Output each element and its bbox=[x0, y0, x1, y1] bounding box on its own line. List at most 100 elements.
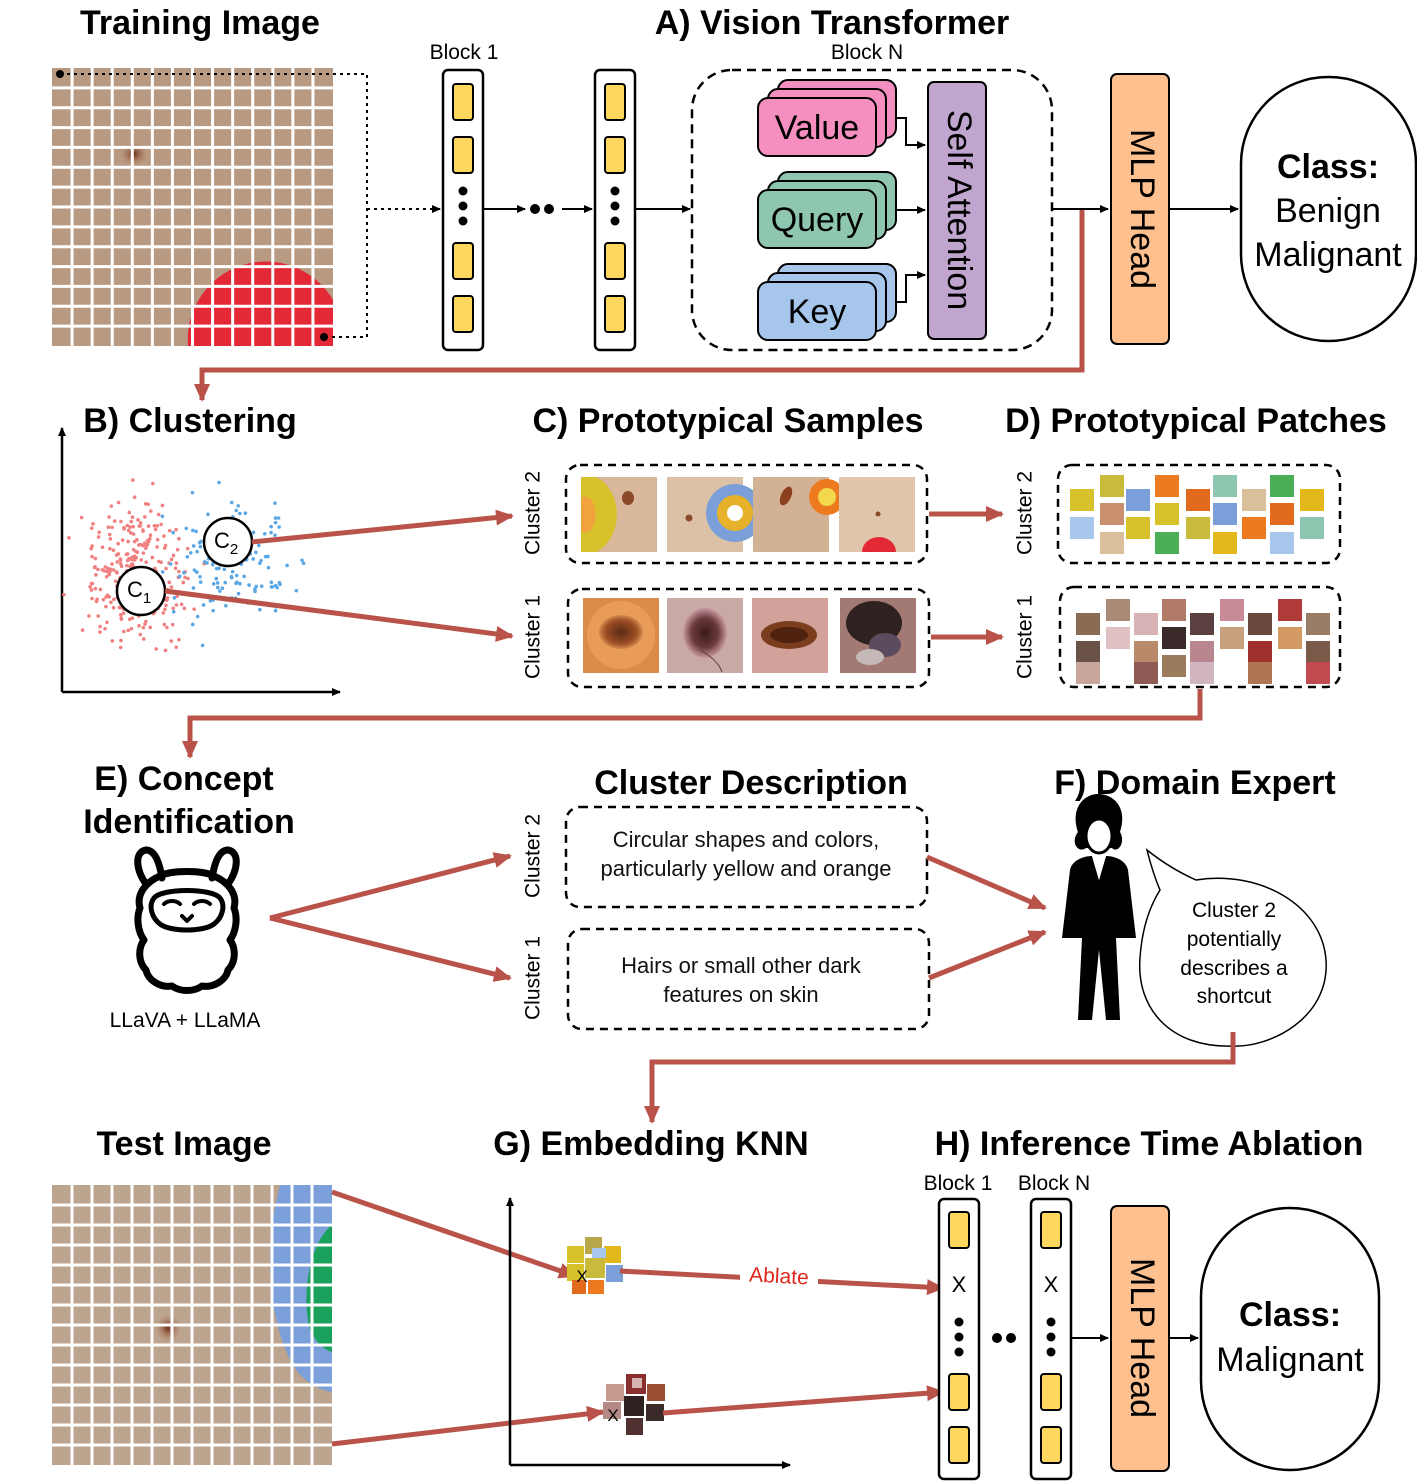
scatter-point bbox=[93, 586, 98, 591]
scatter-point bbox=[171, 606, 176, 611]
scatter-point bbox=[103, 565, 108, 569]
scatter-point bbox=[132, 539, 137, 544]
scatter-point bbox=[143, 622, 147, 626]
patches-cluster2 bbox=[1070, 475, 1324, 554]
class-output-top: Class: Benign Malignant bbox=[1239, 75, 1417, 343]
inference-ablation-title: H) Inference Time Ablation bbox=[935, 1125, 1364, 1163]
scatter-point bbox=[108, 546, 112, 551]
self-attention-label: Self Attention bbox=[940, 110, 978, 310]
scatter-point bbox=[67, 536, 71, 540]
scatter-point bbox=[301, 561, 306, 566]
scatter-points bbox=[62, 478, 306, 653]
scatter-point bbox=[88, 585, 92, 589]
training-image-title: Training Image bbox=[80, 4, 320, 42]
scatter-point bbox=[119, 617, 124, 621]
ablation-block1-label: Block 1 bbox=[924, 1172, 993, 1195]
scatter-point bbox=[198, 544, 203, 549]
scatter-point bbox=[163, 648, 168, 653]
patch-cluster1 bbox=[1190, 641, 1214, 663]
patch-cluster1 bbox=[1306, 613, 1330, 635]
scatter-point bbox=[208, 598, 213, 603]
patch-cluster2 bbox=[1100, 475, 1124, 497]
scatter-point bbox=[198, 575, 202, 579]
scatter-point bbox=[131, 524, 135, 529]
scatter-point bbox=[177, 536, 181, 541]
patch-cluster2 bbox=[1186, 489, 1210, 511]
scatter-point bbox=[269, 530, 273, 535]
scatter-point bbox=[115, 560, 120, 564]
svg-text:C1: C1 bbox=[127, 577, 151, 607]
ablated-token-n: X bbox=[1044, 1272, 1059, 1297]
scatter-point bbox=[141, 528, 145, 532]
scatter-point bbox=[177, 574, 182, 579]
scatter-point bbox=[251, 557, 256, 561]
scatter-point bbox=[223, 580, 228, 585]
scatter-point bbox=[242, 574, 246, 579]
scatter-point bbox=[126, 628, 131, 633]
knn-cluster2-neighbors bbox=[567, 1237, 623, 1294]
patches-cluster1 bbox=[1076, 599, 1330, 684]
scatter-point bbox=[138, 632, 143, 637]
scatter-point bbox=[169, 557, 174, 562]
sample-c2-2 bbox=[667, 477, 764, 552]
scatter-point bbox=[269, 585, 274, 589]
scatter-point bbox=[165, 596, 170, 600]
scatter-point bbox=[269, 524, 273, 529]
scatter-point bbox=[118, 612, 123, 617]
scatter-point bbox=[234, 508, 239, 513]
scatter-point bbox=[144, 560, 149, 564]
scatter-point bbox=[273, 501, 277, 505]
patch-cluster2 bbox=[1270, 503, 1294, 525]
scatter-point bbox=[130, 515, 135, 520]
ablate-label: Ablate bbox=[749, 1263, 810, 1289]
patch-cluster1 bbox=[1162, 627, 1186, 649]
query-stack: Query bbox=[757, 171, 897, 249]
patch-cluster2 bbox=[1213, 475, 1237, 497]
scatter-point bbox=[185, 555, 190, 559]
desc-cluster2-label: Cluster 2 bbox=[522, 814, 545, 898]
scatter-point bbox=[120, 538, 125, 542]
scatter-point bbox=[108, 537, 113, 541]
sample-c1-2 bbox=[667, 598, 743, 673]
clustering-title: B) Clustering bbox=[83, 402, 296, 440]
scatter-point bbox=[259, 558, 263, 563]
scatter-point bbox=[169, 585, 174, 589]
scatter-point bbox=[238, 581, 242, 586]
scatter-point bbox=[262, 532, 267, 536]
scatter-point bbox=[130, 555, 134, 560]
sample-c1-1 bbox=[583, 598, 659, 673]
scatter-point bbox=[97, 530, 101, 535]
scatter-point bbox=[155, 537, 160, 542]
scatter-point bbox=[110, 562, 114, 566]
patch-cluster2 bbox=[1300, 489, 1324, 511]
scatter-point bbox=[130, 478, 135, 482]
sample-c2-3 bbox=[753, 477, 845, 552]
scatter-point bbox=[182, 606, 187, 611]
sample-c2-1 bbox=[581, 477, 657, 552]
scatter-point bbox=[98, 630, 102, 634]
scatter-point bbox=[122, 525, 126, 530]
scatter-point bbox=[206, 512, 210, 517]
scatter-point bbox=[177, 637, 181, 642]
knn-plot bbox=[506, 1197, 791, 1469]
self-attention-box: Self Attention bbox=[927, 81, 987, 340]
scatter-point bbox=[113, 579, 118, 583]
flow-arrow-f-to-g bbox=[644, 1032, 1236, 1124]
flow-arrow-d-to-e bbox=[182, 689, 1203, 759]
class-option-benign: Benign bbox=[1275, 192, 1381, 230]
scatter-point bbox=[96, 535, 101, 539]
scatter-point bbox=[104, 574, 109, 579]
value-stack: Value bbox=[757, 79, 897, 157]
scatter-point bbox=[116, 500, 121, 505]
patch-cluster1 bbox=[1134, 613, 1158, 635]
scatter-point bbox=[131, 547, 136, 552]
scatter-point bbox=[128, 531, 133, 535]
scatter-point bbox=[155, 545, 159, 549]
scatter-point bbox=[141, 551, 146, 555]
ablation-blockN-label: Block N bbox=[1018, 1172, 1090, 1195]
scatter-point bbox=[112, 519, 117, 523]
scatter-point bbox=[182, 570, 186, 575]
scatter-point bbox=[112, 597, 116, 602]
scatter-point bbox=[229, 574, 234, 579]
desc-cluster1-line1: Hairs or small other dark bbox=[621, 953, 862, 978]
